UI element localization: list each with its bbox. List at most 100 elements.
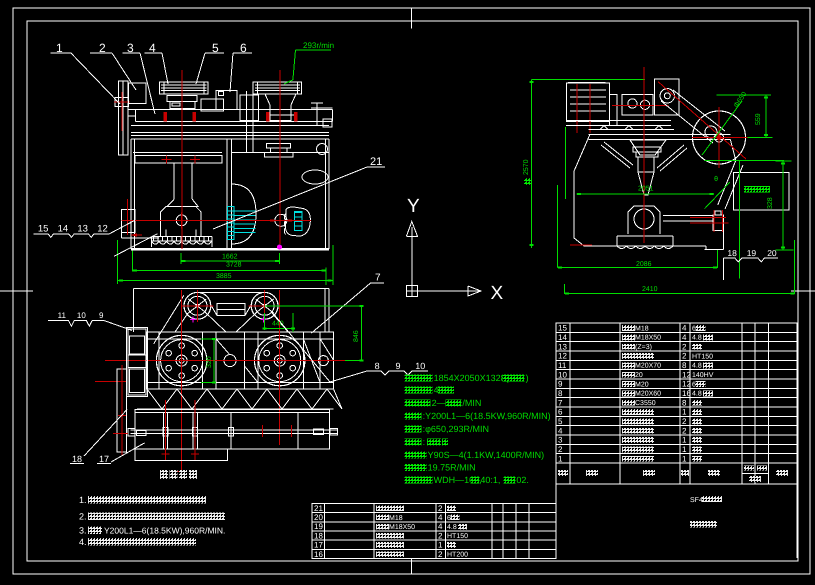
svg-text:4.8: 4.8: [692, 363, 702, 370]
svg-text:40:1,: 40:1,: [480, 475, 500, 485]
svg-text:1: 1: [682, 454, 687, 463]
svg-text:6: 6: [692, 381, 696, 388]
svg-text:328: 328: [767, 197, 774, 209]
svg-text:M18X50: M18X50: [635, 335, 661, 342]
svg-text:M18: M18: [389, 515, 403, 522]
svg-text:6: 6: [558, 408, 563, 417]
svg-text:2: 2: [438, 550, 443, 559]
svg-text:12: 12: [558, 352, 567, 361]
svg-text:2410: 2410: [642, 286, 658, 293]
svg-text:4: 4: [682, 324, 687, 333]
svg-text:320: 320: [206, 356, 213, 368]
svg-text:14: 14: [58, 223, 69, 234]
svg-text:13: 13: [77, 223, 88, 234]
svg-text:HT150: HT150: [692, 353, 713, 360]
svg-text:4.8: 4.8: [447, 524, 457, 531]
svg-text:1: 1: [682, 436, 687, 445]
svg-text:21: 21: [314, 504, 323, 513]
svg-text:4.8: 4.8: [692, 391, 702, 398]
svg-text:13: 13: [558, 342, 567, 351]
svg-text::φ650,293R/MIN: :φ650,293R/MIN: [423, 424, 489, 434]
svg-text:2: 2: [558, 445, 563, 454]
svg-text:): ): [526, 373, 529, 383]
svg-text:SF4: SF4: [690, 497, 703, 504]
svg-text:9: 9: [99, 311, 104, 320]
svg-text:7: 7: [558, 398, 563, 407]
svg-text:2: 2: [99, 41, 106, 55]
svg-text:3728: 3728: [226, 262, 242, 269]
svg-text:8: 8: [682, 398, 687, 407]
svg-text:M20X70: M20X70: [635, 363, 661, 370]
svg-text:M20: M20: [635, 381, 649, 388]
svg-text:8: 8: [558, 389, 563, 398]
svg-text:2—4: 2—4: [432, 398, 451, 408]
svg-text:3.: 3.: [79, 526, 87, 536]
svg-text:4: 4: [558, 426, 563, 435]
svg-text:19: 19: [314, 522, 323, 531]
svg-text:1854X2050X1328(: 1854X2050X1328(: [434, 373, 509, 383]
svg-text:/MIN: /MIN: [462, 398, 481, 408]
svg-text:20: 20: [635, 372, 643, 379]
svg-text:2: 2: [438, 531, 443, 540]
svg-text:2570: 2570: [523, 159, 530, 175]
svg-text:θ: θ: [714, 175, 718, 183]
svg-text:440: 440: [272, 320, 284, 327]
svg-text:11: 11: [58, 311, 67, 320]
svg-text:18: 18: [72, 454, 82, 464]
svg-text::: :: [423, 437, 426, 447]
svg-text:4.: 4.: [79, 537, 87, 547]
svg-text:19.75R/MIN: 19.75R/MIN: [428, 463, 476, 473]
svg-text:1: 1: [56, 41, 63, 55]
svg-text:18: 18: [314, 531, 323, 540]
svg-text:1662: 1662: [222, 254, 238, 261]
svg-text:3885: 3885: [216, 273, 232, 280]
svg-text:19: 19: [747, 248, 757, 258]
svg-text:5: 5: [558, 417, 563, 426]
svg-text:846: 846: [353, 330, 360, 342]
svg-text:4: 4: [438, 522, 443, 531]
svg-text:14: 14: [558, 333, 567, 342]
svg-text:4: 4: [434, 385, 439, 395]
svg-text:2: 2: [682, 352, 687, 361]
svg-text:7: 7: [375, 272, 381, 283]
svg-text:X: X: [491, 283, 504, 304]
svg-text:1: 1: [558, 454, 563, 463]
svg-text:2: 2: [682, 417, 687, 426]
svg-text:6: 6: [240, 41, 247, 55]
svg-text:4: 4: [438, 513, 443, 522]
svg-text:2: 2: [682, 342, 687, 351]
svg-text:16: 16: [682, 389, 691, 398]
svg-text:(Z=3): (Z=3): [635, 343, 652, 351]
svg-text:WDH—102,: WDH—102,: [434, 475, 482, 485]
svg-text:1.: 1.: [79, 495, 87, 505]
svg-text:18: 18: [727, 248, 737, 258]
svg-text:140HV: 140HV: [692, 372, 714, 379]
svg-text:2: 2: [438, 504, 443, 513]
svg-text:Y90S—4(1.1KW,1400R/MIN): Y90S—4(1.1KW,1400R/MIN): [428, 450, 545, 460]
svg-text:11: 11: [558, 361, 567, 370]
svg-text:6: 6: [692, 325, 696, 332]
svg-text:293r/min: 293r/min: [303, 41, 334, 50]
svg-text::Y200L1—6(18.5KW,960R/MIN): :Y200L1—6(18.5KW,960R/MIN): [423, 411, 551, 421]
svg-text:12: 12: [682, 370, 691, 379]
svg-text:C3550: C3550: [635, 400, 656, 407]
svg-text:17: 17: [99, 454, 109, 464]
svg-text:02.: 02.: [516, 475, 529, 485]
svg-text:17: 17: [314, 541, 323, 550]
svg-text:10: 10: [558, 370, 567, 379]
svg-text:8: 8: [682, 361, 687, 370]
svg-text:4: 4: [682, 333, 687, 342]
svg-text:9: 9: [396, 361, 401, 371]
svg-text:1: 1: [438, 541, 443, 550]
svg-text:Y: Y: [407, 196, 420, 217]
svg-text:HT150: HT150: [447, 533, 468, 540]
svg-text:6: 6: [447, 515, 451, 522]
svg-text:12: 12: [682, 380, 691, 389]
svg-text:2: 2: [682, 426, 687, 435]
svg-text:M18X50: M18X50: [389, 524, 415, 531]
svg-text:9: 9: [558, 380, 563, 389]
svg-text:16: 16: [314, 550, 323, 559]
svg-text:2051: 2051: [638, 186, 654, 193]
svg-text:4.8: 4.8: [692, 335, 702, 342]
svg-text:3: 3: [127, 41, 134, 55]
